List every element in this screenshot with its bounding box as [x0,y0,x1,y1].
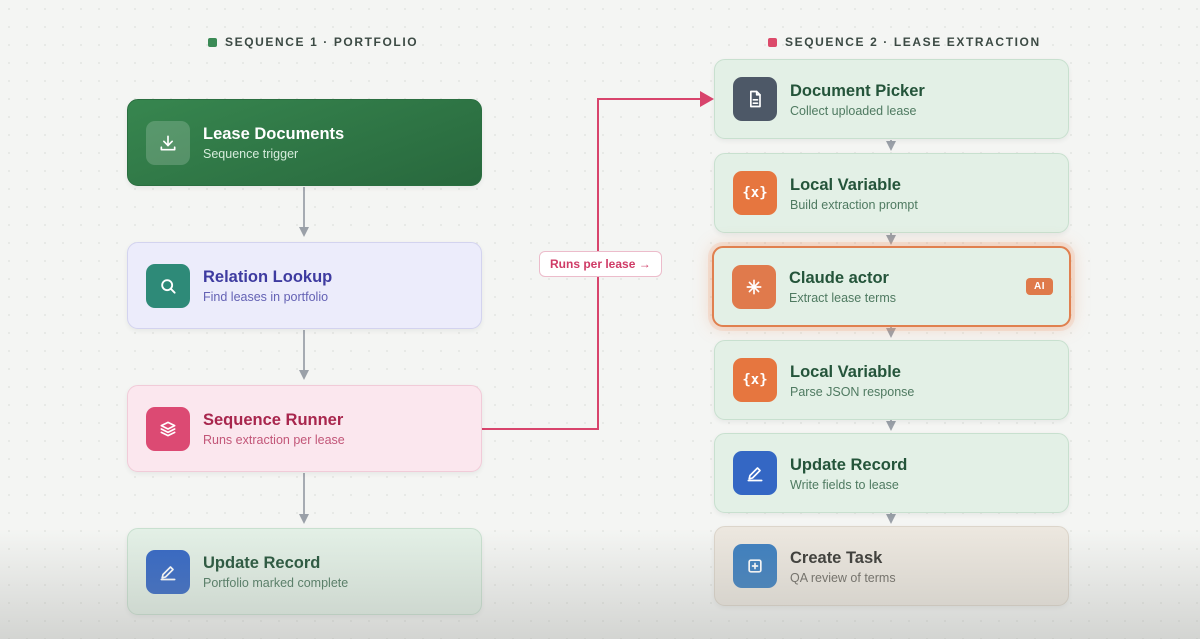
sequence-2-title: SEQUENCE 2 · LEASE EXTRACTION [785,35,1041,49]
search-icon [146,263,190,308]
node-subtitle: Sequence trigger [203,147,299,161]
node-title: Document Picker [790,81,925,100]
node-document-picker[interactable]: Document Picker Collect uploaded lease [714,59,1069,139]
node-title: Relation Lookup [203,268,333,286]
node-subtitle: Portfolio marked complete [203,576,349,590]
node-local-variable-parse[interactable]: {x} Local Variable Parse JSON response [714,340,1069,420]
sequence-2-label: SEQUENCE 2 · LEASE EXTRACTION [768,35,1041,49]
node-create-task[interactable]: Create Task QA review of terms [714,526,1069,606]
node-title: Update Record [790,455,908,474]
node-lease-documents[interactable]: Lease Documents Sequence trigger [127,99,482,186]
node-update-record-portfolio[interactable]: Update Record Portfolio marked complete [127,528,482,615]
variable-icon: {x} [733,171,777,215]
sequence-1-label: SEQUENCE 1 · PORTFOLIO [208,35,418,49]
variable-glyph: {x} [742,185,768,201]
node-update-record-lease[interactable]: Update Record Write fields to lease [714,433,1069,513]
ai-badge: AI [1026,278,1053,295]
node-title: Lease Documents [203,125,345,143]
document-icon [733,77,777,121]
layers-icon [146,406,190,451]
node-relation-lookup[interactable]: Relation Lookup Find leases in portfolio [127,242,482,329]
plus-square-icon [733,544,777,588]
node-title: Local Variable [790,362,901,381]
node-subtitle: Parse JSON response [790,384,915,399]
node-sequence-runner[interactable]: Sequence Runner Runs extraction per leas… [127,385,482,472]
node-subtitle: Find leases in portfolio [203,290,329,304]
pencil-icon [146,549,190,594]
node-subtitle: Extract lease terms [789,291,896,305]
node-local-variable-prompt[interactable]: {x} Local Variable Build extraction prom… [714,153,1069,233]
node-title: Claude actor [789,269,889,287]
sequence-1-title: SEQUENCE 1 · PORTFOLIO [225,35,419,49]
node-subtitle: Collect uploaded lease [790,103,917,118]
node-subtitle: QA review of terms [790,570,896,585]
node-title: Local Variable [790,175,901,194]
runs-per-lease-label: Runs per lease → [539,251,662,277]
node-subtitle: Build extraction prompt [790,197,918,212]
node-subtitle: Write fields to lease [790,477,899,492]
node-subtitle: Runs extraction per lease [203,433,345,447]
node-title: Sequence Runner [203,411,344,429]
sequence-1-dot [208,37,217,47]
sequence-2-dot [768,37,777,47]
pencil-icon [733,451,777,495]
variable-glyph: {x} [742,372,768,388]
download-icon [146,120,190,165]
variable-icon: {x} [733,358,777,402]
sparkle-icon [732,264,776,309]
node-claude-actor[interactable]: Claude actor Extract lease terms AI [712,246,1071,327]
node-title: Create Task [790,548,883,567]
node-title: Update Record [203,554,321,572]
